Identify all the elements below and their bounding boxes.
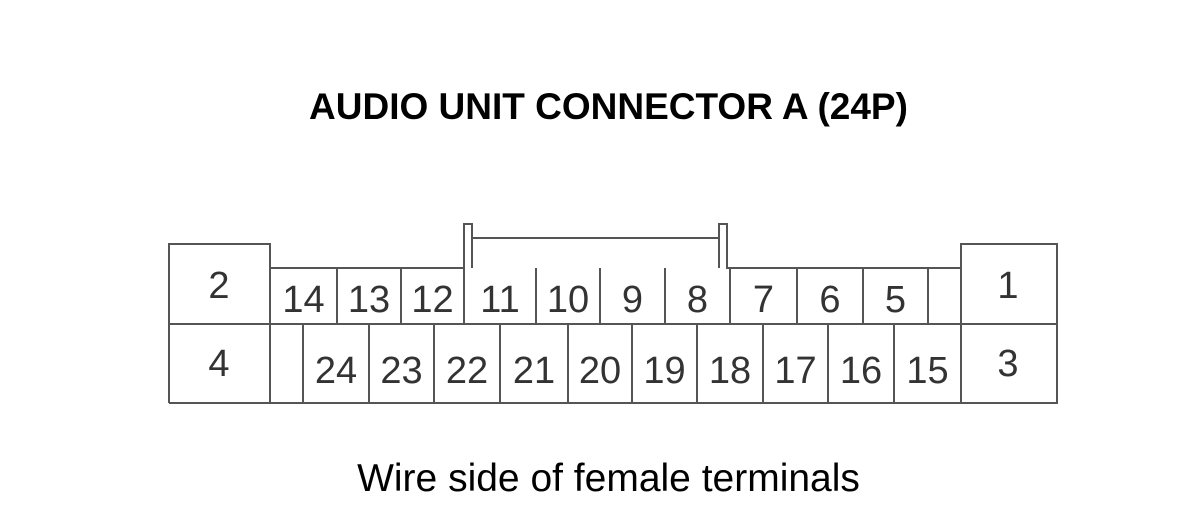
pin-label-bottom-row: 18: [709, 350, 751, 392]
pin-label-outer: 4: [208, 343, 229, 385]
pin-label-bottom-row: 22: [446, 350, 488, 392]
pin-label-top-row: 5: [885, 279, 906, 321]
diagram-title: AUDIO UNIT CONNECTOR A (24P): [309, 86, 908, 127]
pin-label-bottom-row: 17: [774, 350, 816, 392]
pin-label-bottom-row: 15: [906, 350, 948, 392]
pin-label-bottom-row: 16: [840, 350, 882, 392]
pin-label-top-row: 9: [622, 279, 643, 321]
pin-label-top-row: 14: [282, 279, 324, 321]
pin-label-top-row: 13: [348, 279, 390, 321]
pin-label-top-row: 7: [753, 279, 774, 321]
pin-label-top-row: 8: [687, 279, 708, 321]
pin-label-bottom-row: 23: [380, 350, 422, 392]
pin-label-bottom-row: 20: [579, 350, 621, 392]
pin-label-bottom-row: 21: [513, 350, 555, 392]
diagram-caption: Wire side of female terminals: [357, 457, 860, 500]
connector-outline-left: [168, 223, 473, 403]
pin-label-top-row: 11: [480, 279, 519, 321]
connector-outline: [168, 223, 1058, 404]
pin-label-bottom-row: 19: [643, 350, 685, 392]
pin-label-bottom-row: 24: [315, 350, 357, 392]
pin-label-top-row: 12: [411, 279, 453, 321]
pin-label-outer: 1: [997, 265, 1018, 307]
pin-label-outer: 2: [208, 265, 229, 307]
pin-label-top-row: 6: [819, 279, 840, 321]
pin-label-outer: 3: [997, 343, 1018, 385]
pin-label-top-row: 10: [547, 279, 589, 321]
